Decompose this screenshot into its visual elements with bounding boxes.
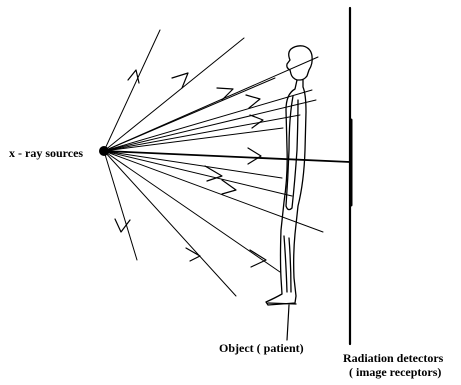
patient-arm xyxy=(286,96,298,210)
object-patient-label: Object ( patient) xyxy=(219,342,304,355)
radiation-detector xyxy=(350,8,351,344)
arrowhead xyxy=(248,148,261,164)
patient-figure xyxy=(266,46,312,305)
beam-line xyxy=(104,115,300,151)
beam-line xyxy=(104,30,160,151)
beam-line xyxy=(104,151,323,232)
beam-line xyxy=(104,151,280,272)
detector-label-line1: Radiation detectors xyxy=(343,352,443,365)
x-ray-source-label: x - ray sources xyxy=(9,147,83,160)
arrowhead xyxy=(250,115,263,128)
detector-label-line2: ( image receptors) xyxy=(349,366,441,379)
arrowheads xyxy=(115,70,266,267)
x-ray-source-point xyxy=(99,146,109,156)
arrowhead xyxy=(186,248,200,261)
patient-leg-detail xyxy=(284,236,291,292)
beam-line xyxy=(104,90,312,151)
x-ray-beams xyxy=(104,30,350,296)
beam-line xyxy=(104,151,137,260)
object-pointer-line xyxy=(287,305,289,340)
patient-head xyxy=(287,46,312,80)
arrowhead xyxy=(128,70,139,83)
